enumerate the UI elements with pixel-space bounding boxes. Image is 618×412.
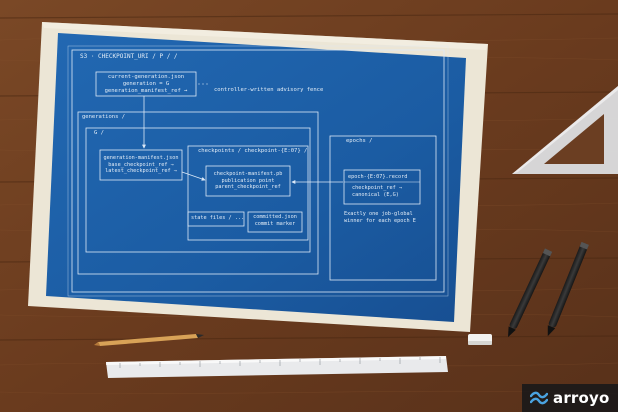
pointer-file-line1: current-generation.json — [107, 74, 185, 80]
logo-text: arroyo — [553, 389, 610, 407]
pointer-file-line2: generation = G — [122, 80, 170, 87]
epoch-record-line3: canonical (E,G) — [352, 191, 399, 198]
generation-manifest-line3: latest_checkpoint_ref → — [105, 168, 177, 174]
checkpoint-manifest-line1: checkpoint-manifest.pb — [213, 171, 283, 177]
generations-frame — [77, 111, 319, 275]
manifest-to-checkpoint-arrow — [181, 171, 206, 181]
pointer-file-line3: generation_manifest_ref → — [104, 87, 188, 94]
straight-ruler — [106, 356, 448, 378]
committed-line1: committed.json — [253, 214, 297, 220]
s3-root-frame — [71, 49, 445, 293]
state-files-box — [187, 211, 245, 227]
black-pen-left — [508, 248, 553, 338]
generation-manifest-box — [99, 149, 183, 181]
pointer-file-box — [95, 71, 197, 97]
set-square — [512, 86, 618, 174]
checkpoint-manifest-line2: publication point — [221, 177, 275, 184]
generation-manifest-line2: base_checkpoint_ref → — [108, 161, 174, 168]
committed-line2: commit marker — [254, 220, 296, 227]
pointer-file-text: current-generation.json generation = G g… — [100, 74, 192, 95]
s3-root-label: S3 · CHECKPOINT_URI / P / / — [80, 53, 178, 60]
epoch-record-line2: checkpoint_ref → — [352, 185, 402, 191]
checkpoint-manifest-text: checkpoint-manifest.pb publication point… — [209, 171, 287, 191]
generation-dir-label: G / — [94, 130, 104, 136]
eraser — [468, 334, 492, 345]
black-pen-right — [547, 241, 589, 337]
epoch-note-line1: Exactly one job-global — [344, 211, 413, 217]
epochs-frame — [329, 135, 437, 281]
wave-icon — [530, 391, 548, 405]
epoch-note: Exactly one job-global winner for each e… — [344, 211, 416, 224]
epoch-record-body: checkpoint_ref → canonical (E,G) — [352, 185, 402, 198]
checkpoint-manifest-line3: parent_checkpoint_ref — [215, 184, 281, 190]
committed-text: committed.json commit marker — [250, 214, 300, 227]
generations-label: generations / — [82, 114, 126, 120]
generation-manifest-text: generation-manifest.json base_checkpoint… — [103, 155, 179, 175]
arroyo-logo: arroyo — [522, 384, 618, 412]
state-files-text: state files / ... — [191, 215, 245, 221]
epoch-record-box — [343, 169, 421, 205]
blueprint-print — [46, 33, 466, 322]
generation-manifest-line1: generation-manifest.json — [103, 155, 179, 161]
epochs-label: epochs / — [346, 138, 373, 144]
checkpoint-manifest-box — [205, 165, 291, 197]
checkpoints-frame — [187, 145, 309, 241]
pencil — [94, 334, 204, 346]
checkpoints-label: checkpoints / checkpoint-{E:07} / — [198, 148, 308, 154]
epoch-note-line2: winner for each epoch E — [344, 217, 416, 224]
committed-box — [247, 211, 303, 233]
epoch-record-title: epoch-{E:07}.record — [348, 174, 408, 180]
generation-dir-frame — [85, 127, 311, 253]
pointer-note: controller-written advisory fence — [214, 87, 324, 93]
